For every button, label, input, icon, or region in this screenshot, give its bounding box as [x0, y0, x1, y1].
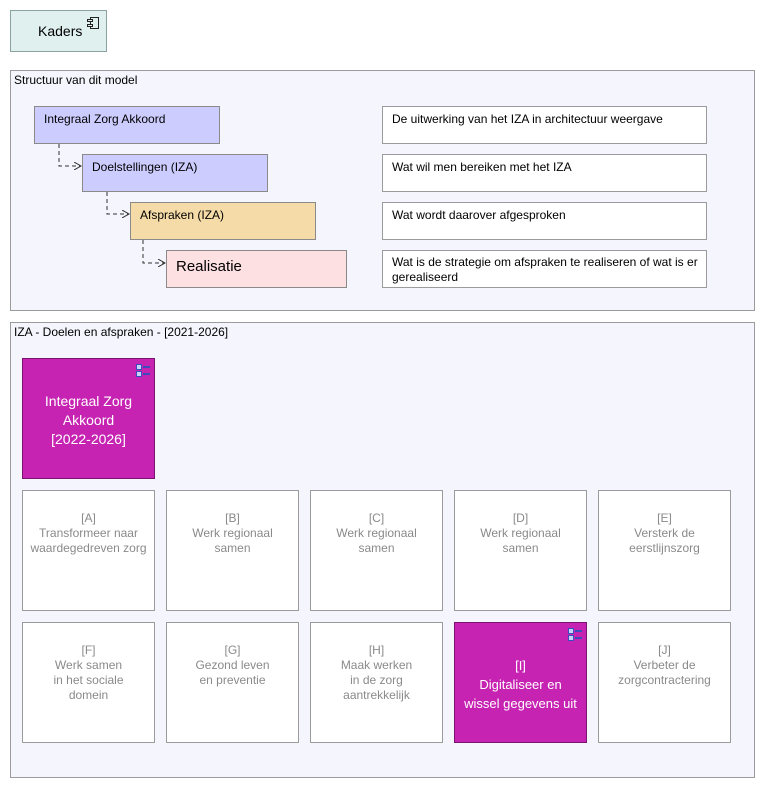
iza-main-line-2: Akkoord — [62, 412, 115, 428]
kaders-label: Kaders — [38, 23, 83, 39]
tile-g[interactable]: [G] Gezond leven en preventie — [166, 622, 299, 743]
list-icon — [568, 628, 582, 642]
tile-c[interactable]: [C] Werk regionaal samen — [310, 490, 443, 611]
note-realisatie[interactable]: Wat is de strategie om afspraken te real… — [382, 250, 707, 288]
structure-connectors — [58, 144, 765, 320]
connector-2 — [106, 192, 129, 214]
tile-i[interactable]: [I] Digitaliseer en wissel gegevens uit — [454, 622, 587, 743]
kaders-component[interactable]: Kaders — [10, 10, 107, 52]
note-afspraken[interactable]: Wat wordt daarover afgesproken — [382, 202, 707, 240]
level-box-iza[interactable]: Integraal Zorg Akkoord — [34, 106, 220, 144]
iza-main-line-3: [2022-2026] — [51, 431, 126, 447]
level-box-doelstellingen[interactable]: Doelstellingen (IZA) — [82, 154, 268, 192]
tile-a[interactable]: [A] Transformeer naar waardegedreven zor… — [22, 490, 155, 611]
note-doelstellingen[interactable]: Wat wil men bereiken met het IZA — [382, 154, 707, 192]
tile-f[interactable]: [F] Werk samen in het sociale domein — [22, 622, 155, 743]
iza-group-title: IZA - Doelen en afspraken - [2021-2026] — [14, 325, 229, 339]
tile-h[interactable]: [H] Maak werken in de zorg aantrekkelijk — [310, 622, 443, 743]
connector-3 — [142, 240, 165, 263]
connector-1 — [58, 144, 81, 166]
tile-b[interactable]: [B] Werk regionaal samen — [166, 490, 299, 611]
structure-group-title: Structuur van dit model — [14, 73, 138, 87]
level-box-afspraken[interactable]: Afspraken (IZA) — [130, 202, 316, 240]
tile-e[interactable]: [E] Versterk de eerstlijnszorg — [598, 490, 731, 611]
list-icon — [136, 364, 150, 378]
iza-main-tile[interactable]: Integraal Zorg Akkoord [2022-2026] — [22, 358, 155, 479]
iza-main-line-1: Integraal Zorg — [44, 393, 133, 409]
component-icon — [87, 17, 100, 30]
tile-j[interactable]: [J] Verbeter de zorgcontractering — [598, 622, 731, 743]
level-box-realisatie[interactable]: Realisatie — [166, 250, 347, 288]
tile-d[interactable]: [D] Werk regionaal samen — [454, 490, 587, 611]
note-iza[interactable]: De uitwerking van het IZA in architectuu… — [382, 106, 707, 144]
